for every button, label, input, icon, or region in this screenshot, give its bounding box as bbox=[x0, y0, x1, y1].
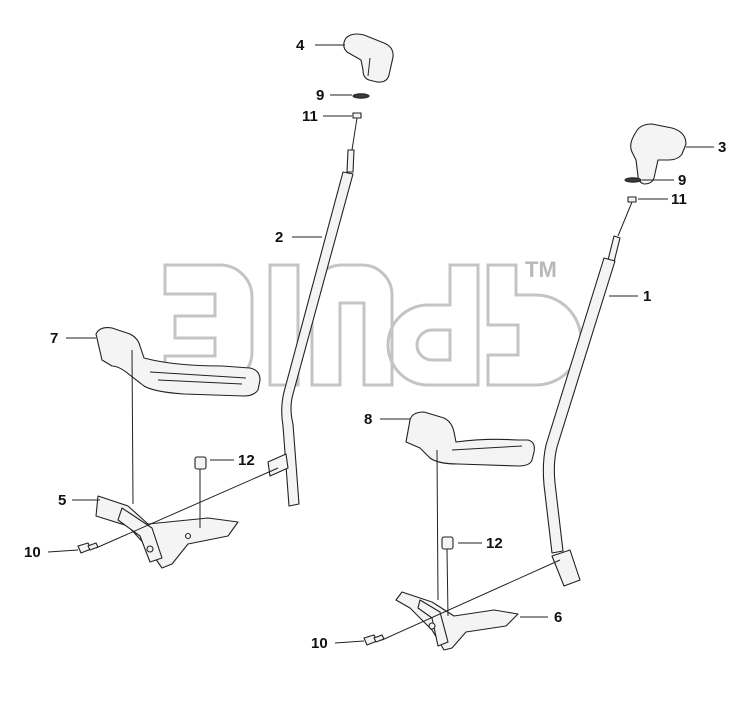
callout-6: 6 bbox=[554, 609, 562, 626]
watermark-logo: TM bbox=[163, 257, 583, 387]
pedal-part-8 bbox=[405, 411, 535, 467]
knob-part-3 bbox=[630, 123, 687, 185]
bolt-part-12-right bbox=[441, 536, 454, 550]
callout-12-right: 12 bbox=[486, 535, 503, 552]
clip-part-9-right bbox=[624, 177, 642, 183]
callout-11-right: 11 bbox=[671, 191, 687, 208]
callout-12-left: 12 bbox=[238, 452, 255, 469]
callout-leaders bbox=[47, 44, 714, 644]
right-shift-lever-assembly bbox=[363, 123, 687, 651]
lever-rod-part-1 bbox=[542, 257, 616, 554]
left-shift-lever-assembly bbox=[77, 33, 394, 569]
sleeve-part-11-right bbox=[627, 196, 637, 203]
sleeve-part-11-left bbox=[352, 112, 362, 119]
callout-4: 4 bbox=[296, 37, 305, 54]
callout-11-left: 11 bbox=[302, 108, 318, 125]
lever-rod-part-2 bbox=[281, 171, 354, 507]
trademark-symbol: TM bbox=[525, 257, 557, 282]
bracket-part-5 bbox=[95, 495, 239, 569]
callout-5: 5 bbox=[58, 492, 66, 509]
pedal-part-7 bbox=[95, 327, 261, 397]
bolt-part-12-left bbox=[194, 456, 207, 470]
callout-10-left: 10 bbox=[24, 544, 41, 561]
callout-2: 2 bbox=[275, 229, 283, 246]
callout-7: 7 bbox=[50, 330, 58, 347]
callout-10-right: 10 bbox=[311, 635, 328, 652]
knob-part-4 bbox=[343, 33, 394, 83]
callout-labels: 4 9 11 2 7 12 5 10 3 9 11 1 8 12 6 10 bbox=[24, 37, 726, 652]
callout-8: 8 bbox=[364, 411, 372, 428]
callout-9-left: 9 bbox=[316, 87, 324, 104]
callout-1: 1 bbox=[643, 288, 651, 305]
bracket-part-6 bbox=[395, 591, 519, 651]
callout-3: 3 bbox=[718, 139, 726, 156]
clip-part-9-left bbox=[352, 93, 370, 99]
callout-9-right: 9 bbox=[678, 172, 686, 189]
